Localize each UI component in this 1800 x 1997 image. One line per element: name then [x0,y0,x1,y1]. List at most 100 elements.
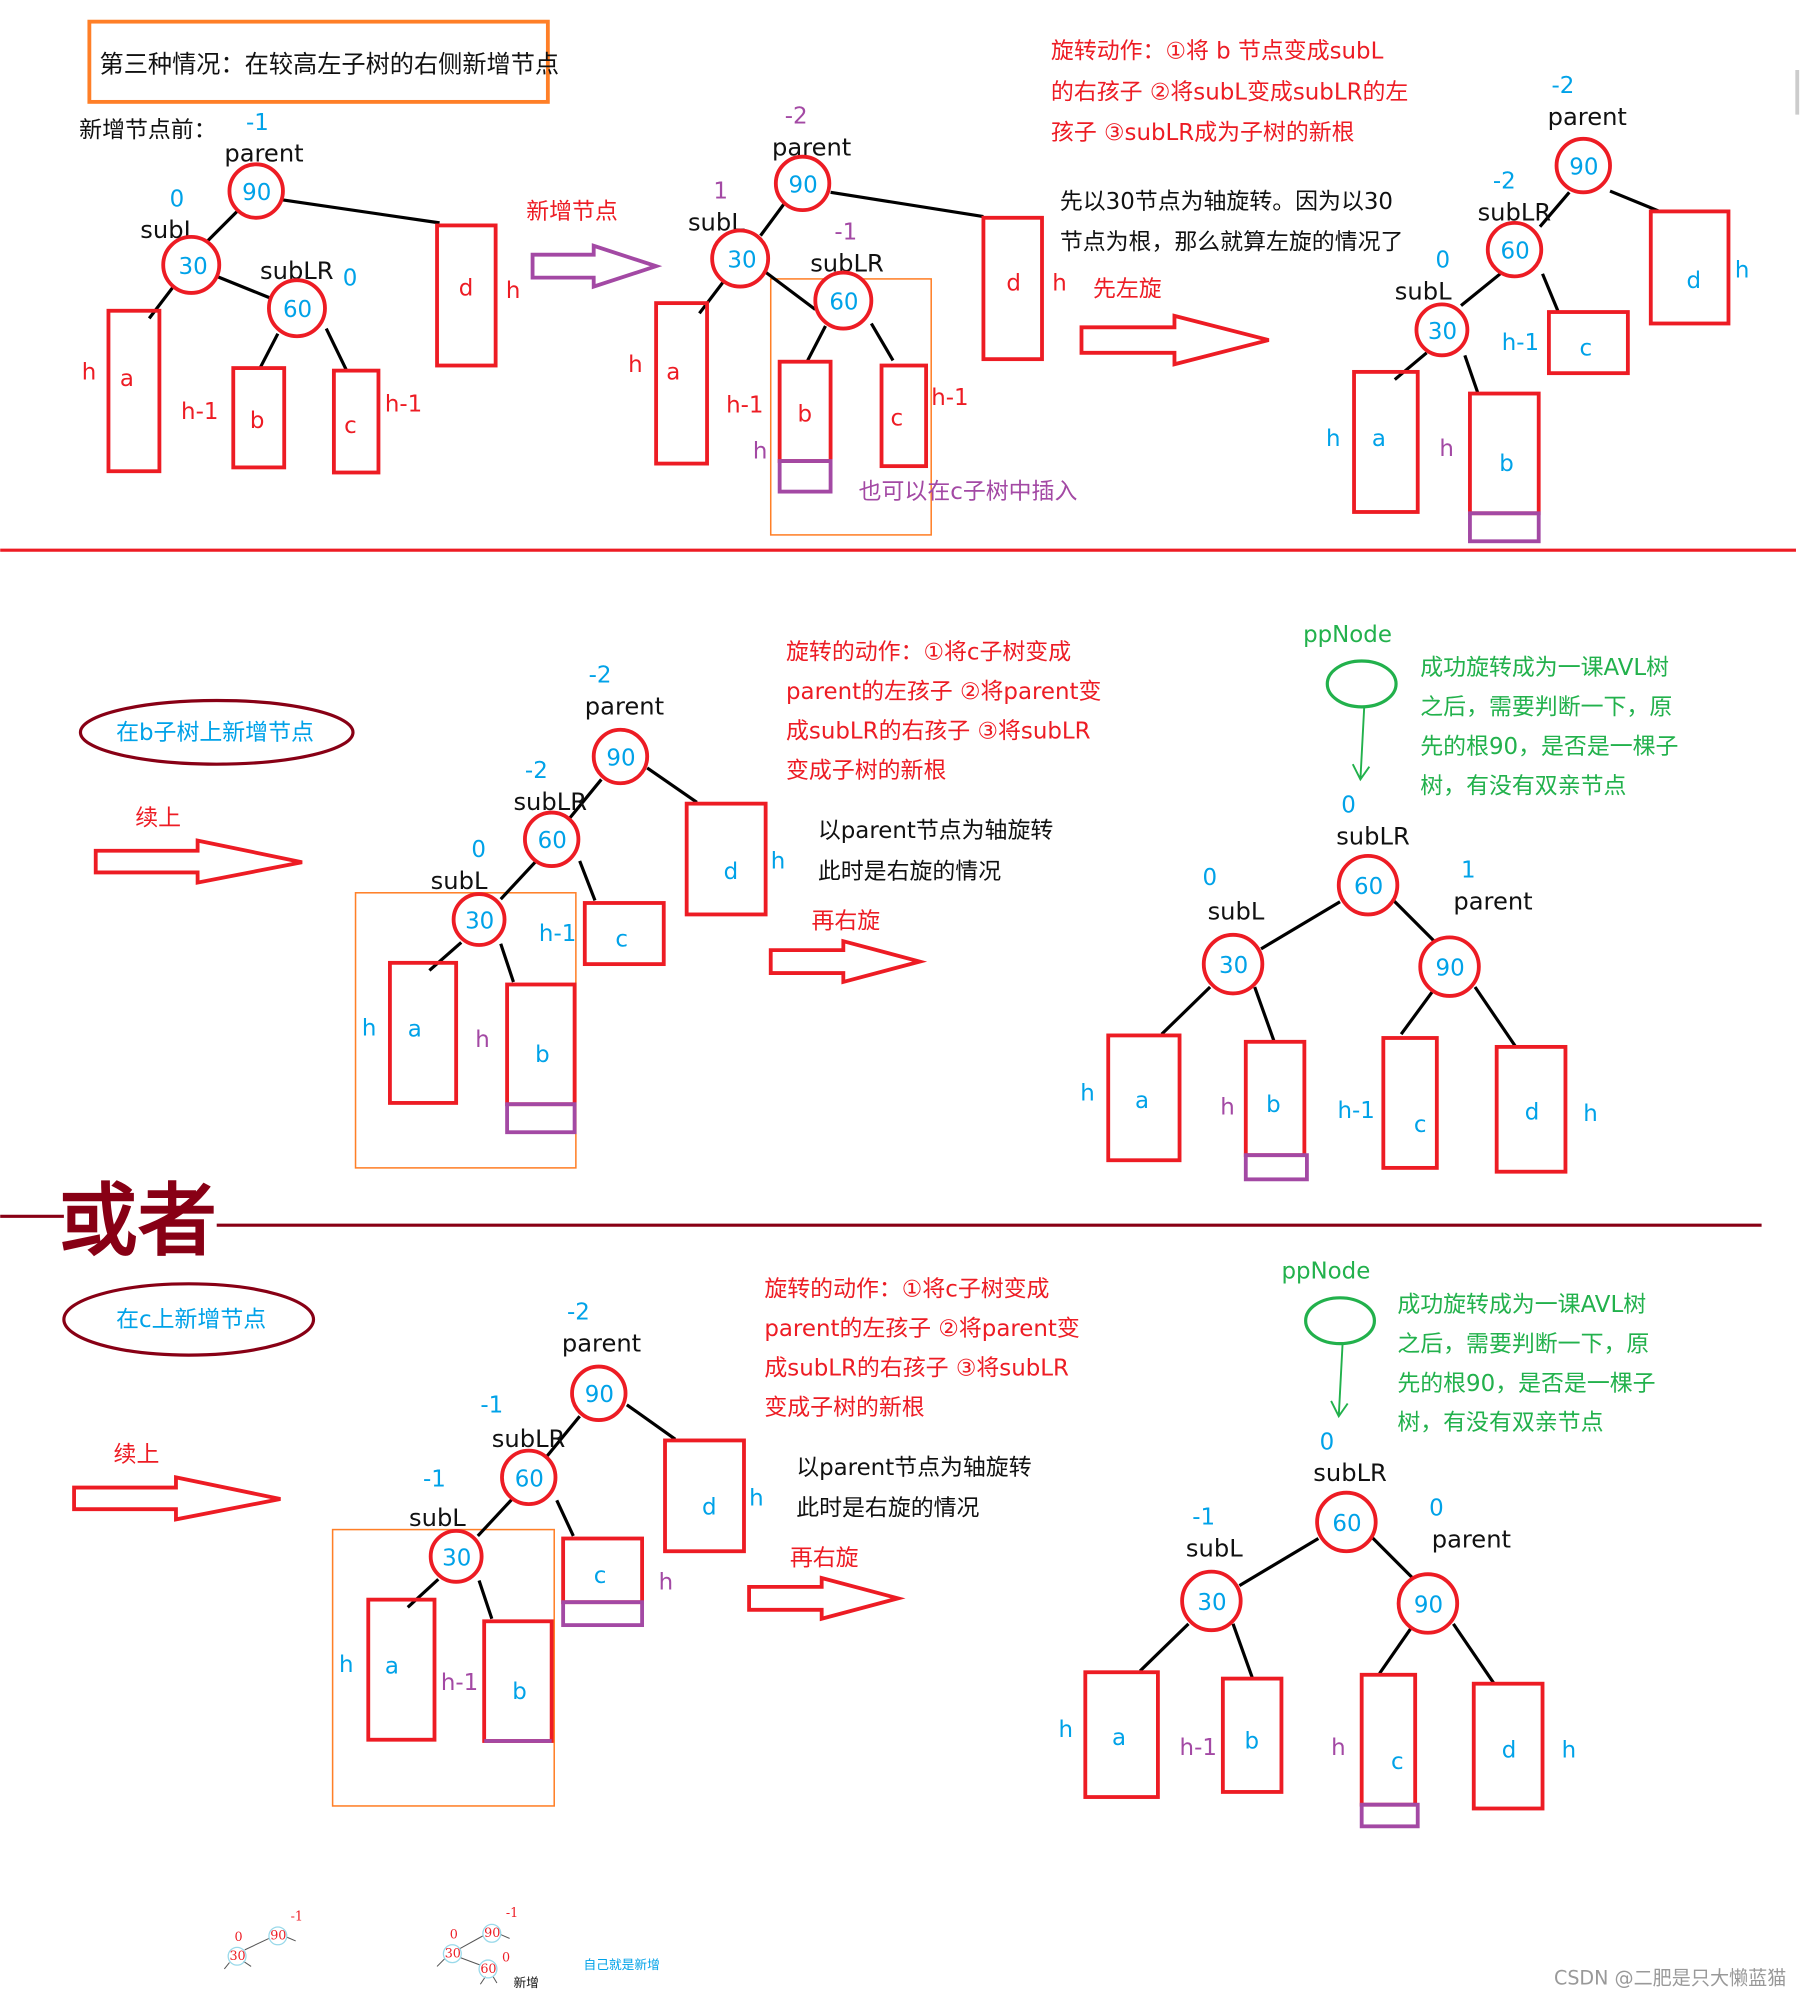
height-a: h [1326,426,1341,452]
case-label: 在c上新增节点 [116,1307,266,1333]
step-label: 再右旋 [790,1545,859,1571]
height-a: h [82,360,97,386]
subtree-c-label: c [615,926,628,952]
bf-parent: 1 [1461,858,1476,884]
action-line-3: 成subLR的右孩子 ③将subLR [786,719,1091,745]
subtree-d-label: d [1525,1099,1540,1125]
height-d: h [771,849,786,875]
bf-subLR: -2 [525,758,548,784]
height-b-new: h [753,438,768,464]
arrow-left-rotate-icon [1079,313,1270,367]
height-b: h-1 [441,1670,478,1696]
check-line-3: 先的根90，是否是一棵子 [1397,1371,1655,1397]
ppnode-arrow-icon [1330,1343,1349,1419]
title-box [87,19,550,104]
label-parent: parent [562,1329,641,1357]
height-b: h-1 [726,393,763,419]
subtree-c-label: c [890,405,903,431]
mini-bf-30: 0 [450,1927,458,1942]
node-90-value: 90 [789,172,818,198]
node-30-value: 30 [727,247,756,273]
bf-subL: 1 [713,179,728,205]
label-parent: parent [1548,103,1627,131]
node-30 [428,1528,484,1584]
new-node-box [1468,511,1541,544]
label-subL: subL [1186,1534,1243,1562]
subtree-c [331,368,381,475]
subtree-d-label: d [1006,270,1021,296]
node-60-value: 60 [538,828,567,854]
mini-new-label: 新增 [513,1975,538,1991]
action-line-1: 旋转的动作：①将c子树变成 [786,640,1071,666]
bf-subL: 0 [170,186,185,212]
new-node-box [777,459,833,494]
height-d: h [1052,270,1067,296]
action-line-3: 孩子 ③subLR成为子树的新根 [1051,120,1355,146]
ppnode-label: ppNode [1303,622,1392,648]
subtree-a-label: a [1112,1725,1126,1751]
height-b: h-1 [181,399,218,425]
check-line-4: 树，有没有双亲节点 [1397,1410,1603,1436]
subtree-a-label: a [666,360,680,386]
label-subLR: subLR [492,1425,566,1453]
height-d: h [506,278,521,304]
node-90 [1418,935,1481,998]
case-label: 在b子树上新增节点 [116,720,314,746]
subtree-d [981,215,1044,362]
height-b: h [1220,1094,1235,1120]
explain-line-2: 节点为根，那么就算左旋的情况了 [1060,230,1404,256]
node-60-value: 60 [1332,1511,1361,1537]
node-90 [1554,136,1612,195]
height-c: h-1 [1502,330,1539,356]
height-a: h [1080,1080,1095,1106]
mini-node-90: 90 [270,1929,286,1944]
subtree-a [1106,1033,1182,1163]
mini-node-90: 90 [484,1926,500,1941]
node-60 [1485,220,1544,279]
label-subLR: subLR [1336,822,1410,850]
bf-parent: -2 [567,1299,590,1325]
node-30-value: 30 [1428,319,1457,345]
mini-tree-1: 90 -1 30 0 [223,1910,303,1970]
mini-bf-90: -1 [506,1906,518,1921]
bf-subLR: 0 [1320,1429,1335,1455]
or-label: 或者 [59,1175,217,1267]
action-line-2: parent的左孩子 ②将parent变 [786,679,1101,705]
panel-before-insert: 第三种情况：在较高左子树的右侧新增节点 新增节点前： -1 parent 90 … [79,19,663,475]
height-c: h [659,1569,674,1595]
bf-parent: -2 [1551,73,1574,99]
section-insert-in-b: 在b子树上新增节点 续上 -2 parent 90 -2 subLR 60 0 … [78,622,1678,1182]
arrow-continue-icon [72,1475,281,1522]
subtree-c-label: c [1579,335,1592,361]
node-60-value: 60 [283,297,312,323]
subtree-d-label: d [702,1494,717,1520]
mini-node-60: 60 [480,1962,496,1977]
ppnode-label: ppNode [1281,1259,1370,1285]
height-d: h [1583,1101,1598,1127]
node-30-value: 30 [442,1545,471,1571]
ppnode-ellipse [1304,1296,1377,1346]
label-subL: subL [431,867,488,895]
panel-left-rotation: 旋转动作：①将 b 节点变成subL 的右孩子 ②将subL变成subLR的左 … [1051,39,1749,544]
mini-bf-60: 0 [502,1950,510,1965]
node-30-value: 30 [1219,953,1248,979]
explain-line-2: 此时是右旋的情况 [796,1496,979,1522]
node-90 [591,727,650,786]
check-line-2: 之后，需要判断一下，原 [1397,1331,1649,1357]
check-line-1: 成功旋转成为一课AVL树 [1397,1292,1646,1318]
mini-sketches: 90 -1 30 0 90 -1 30 0 60 0 新增 自己就是新增 [223,1906,660,1991]
bf-subLR: 0 [343,265,358,291]
action-line-4: 变成子树的新根 [764,1395,924,1421]
subtree-b-label: b [1266,1092,1281,1118]
subtree-a [366,1597,437,1742]
node-60 [1315,1490,1378,1554]
explain-line-1: 先以30节点为轴旋转。因为以30 [1060,189,1393,215]
height-b: h [1439,436,1454,462]
node-30 [1201,932,1265,996]
label-parent: parent [1453,887,1532,915]
subtree-d-label: d [1686,268,1701,294]
height-c: h-1 [931,385,968,411]
node-90 [227,162,285,220]
node-90-value: 90 [1436,956,1465,982]
